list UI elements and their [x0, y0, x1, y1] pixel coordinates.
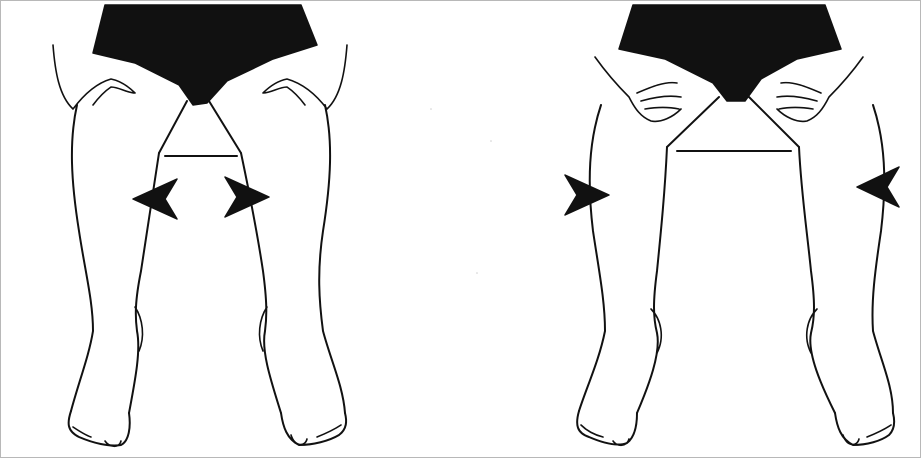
right-toes2 [843, 425, 891, 445]
right-arrow-right [857, 167, 899, 207]
right-panel [565, 5, 899, 445]
right-leg2-inner [799, 147, 835, 413]
right-hand-left [595, 57, 681, 121]
left-leg-outer [71, 105, 93, 411]
left-foot2 [281, 413, 346, 445]
left-crotch-triangle [159, 101, 241, 153]
right-crotch-triangle [667, 97, 799, 147]
left-toes2 [291, 425, 341, 445]
right-leg-inner [637, 147, 667, 413]
left-leg2-outer [319, 105, 345, 413]
background-speck [430, 108, 432, 110]
right-hand-right [777, 57, 863, 121]
left-panel [53, 5, 347, 446]
background-speck [476, 272, 478, 274]
left-briefs [93, 5, 317, 105]
right-arrow-left [565, 175, 609, 215]
background-speck [490, 140, 492, 142]
right-leg2-outer [872, 105, 893, 413]
right-leg-outer [579, 105, 605, 411]
